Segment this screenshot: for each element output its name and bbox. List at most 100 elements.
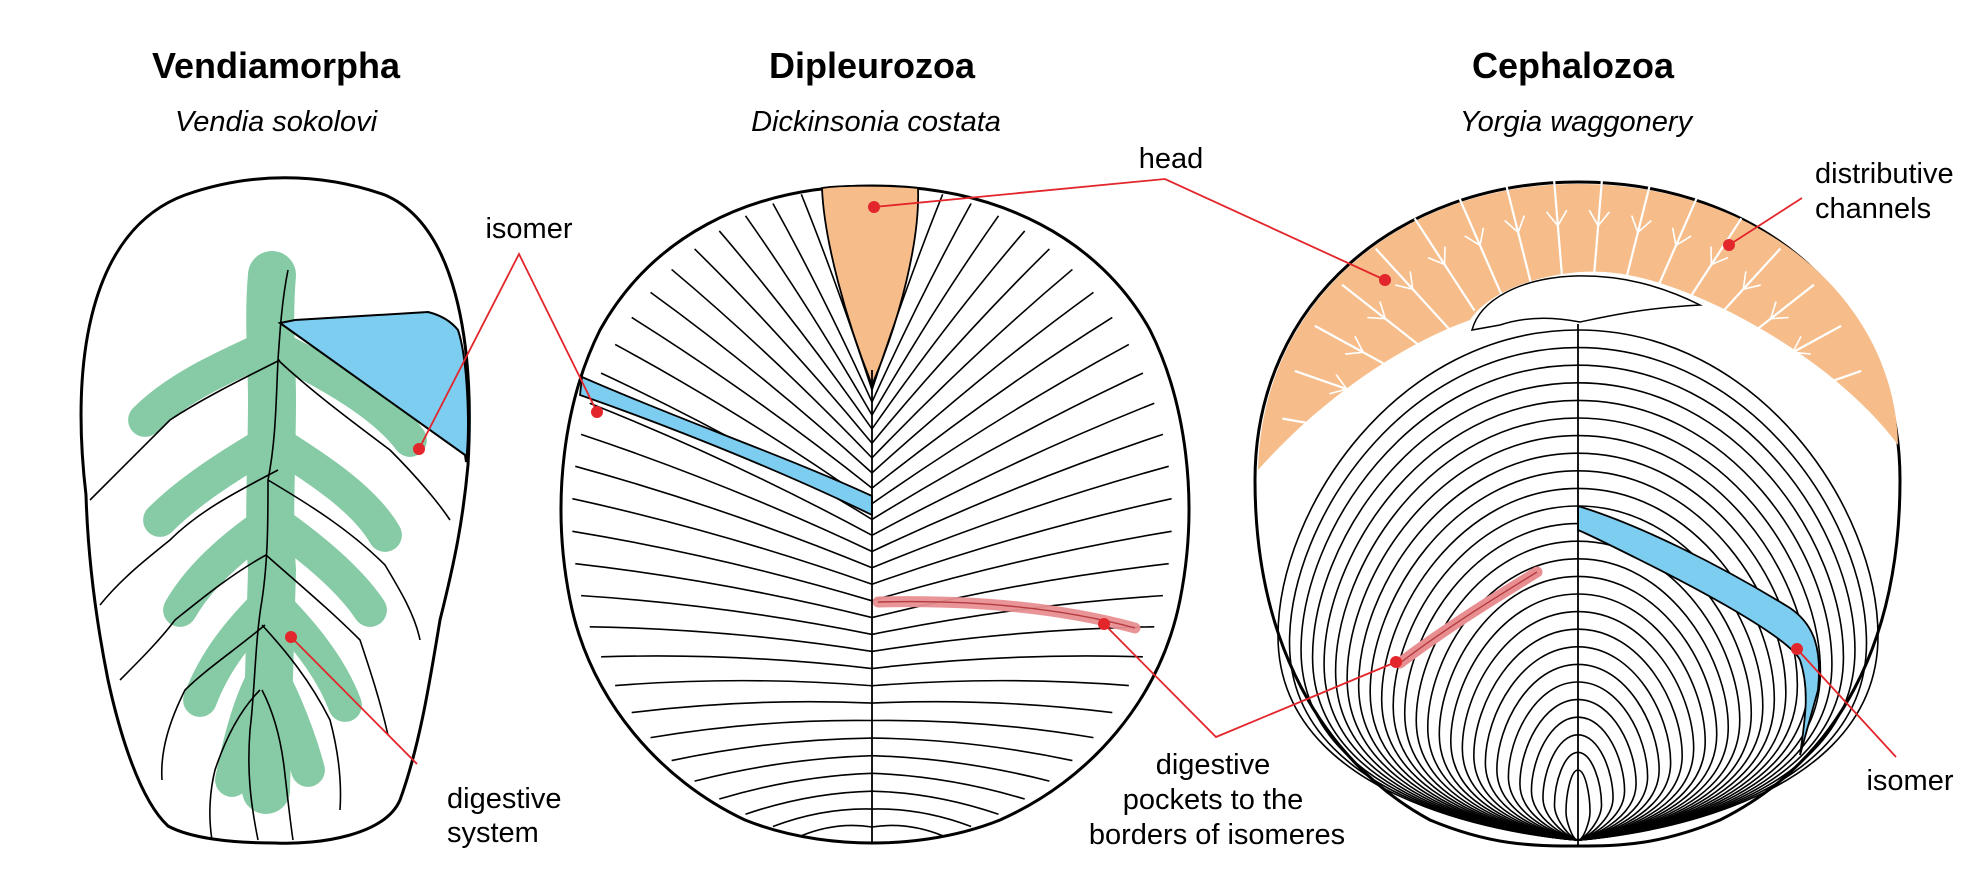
yorgia-segment [1519, 698, 1579, 841]
channel-twig [1819, 507, 1834, 522]
channel-twig [1379, 301, 1387, 319]
dickinsonia-segment-lines [572, 193, 1172, 837]
dickinsonia-segment [871, 790, 999, 815]
dickinsonia-segment [871, 215, 1000, 416]
leader-digestive-system [290, 636, 418, 765]
channel-twig [1322, 507, 1337, 522]
vendia-digestive-system [128, 251, 427, 814]
dickinsonia-segment [745, 790, 873, 815]
channel-twig [1329, 388, 1347, 395]
dickinsonia-segment [871, 465, 1169, 569]
label-isomer-right: isomer [1866, 765, 1953, 797]
channel-twig [1323, 414, 1338, 429]
channel-twig [1588, 209, 1599, 227]
channel-twig [1792, 335, 1802, 353]
leader-distributive-channels [1728, 197, 1803, 246]
channel-twig [1317, 457, 1334, 469]
panel-title-cephalozoa: Cephalozoa [1472, 45, 1675, 86]
yorgia-segment [1577, 769, 1591, 841]
vendia-isomer-highlight [277, 310, 469, 463]
dickinsonia-segment [694, 248, 873, 444]
label-distributive-line2: channels [1815, 193, 1931, 225]
dickinsonia-segment [589, 402, 873, 537]
dickinsonia-segment [631, 316, 873, 489]
dickinsonia-segment [871, 248, 1050, 444]
label-pockets-line2: pockets to the [1123, 784, 1304, 816]
channel-twig [1770, 316, 1789, 320]
gut-branch [255, 423, 402, 552]
channel-branch [1726, 283, 1815, 354]
dickinsonia-segment [601, 655, 873, 670]
vendia-fossil [79, 176, 471, 845]
channel-twig [1675, 235, 1692, 247]
dickinsonia-segment [871, 230, 1026, 430]
channel-twig [1409, 271, 1414, 290]
dickinsonia-segment [871, 824, 943, 837]
channel-twig [1792, 351, 1811, 355]
dickinsonia-segment [589, 625, 873, 653]
yorgia-segment [1530, 716, 1579, 841]
yorgia-head-region [1258, 184, 1898, 470]
channel-twig [1319, 427, 1337, 437]
panel-species-vendia: Vendia sokolovi [175, 106, 379, 138]
dickinsonia-fossil [559, 184, 1191, 845]
label-isomer-left: isomer [485, 213, 572, 245]
dickinsonia-segment [580, 433, 873, 553]
label-head: head [1139, 143, 1204, 175]
channel-twig [1822, 457, 1839, 469]
dickinsonia-segment [871, 754, 1050, 782]
dickinsonia-segment [871, 737, 1073, 762]
gut-branch [255, 328, 427, 457]
dickinsonia-segment [801, 824, 873, 837]
channel-branch [1413, 217, 1476, 312]
yorgia-segment [1577, 698, 1637, 841]
leader-head [873, 178, 1386, 281]
channel-branch [1278, 466, 1389, 470]
channel-twig [1427, 256, 1445, 266]
channel-twig [1822, 467, 1839, 479]
dickinsonia-segment [572, 497, 873, 585]
dickinsonia-segment [581, 594, 873, 636]
channel-branch [1680, 217, 1743, 312]
channel-twig [1367, 316, 1386, 320]
dickinsonia-segment [871, 562, 1169, 619]
gut-branch [251, 653, 325, 787]
dickinsonia-segment [871, 372, 1144, 521]
channel-twig [1545, 211, 1559, 227]
channel-twig [1819, 499, 1837, 510]
channel-twig [1637, 219, 1652, 234]
yorgia-segment [1577, 751, 1603, 841]
channel-twig [1630, 215, 1639, 233]
label-distributive-channels: distributive channels [1815, 158, 1962, 225]
dickinsonia-segment [671, 737, 873, 762]
yorgia-segment [1542, 734, 1579, 841]
dickinsonia-segment [800, 193, 873, 391]
channel-twig [1517, 215, 1526, 233]
label-digestive-system: digestive system [447, 783, 570, 849]
dickinsonia-segment [871, 700, 1113, 714]
yorgia-segment-lines [1277, 329, 1879, 841]
leader-isomer-left [418, 251, 598, 450]
label-digestive-pockets: digestive pockets to the borders of isom… [1089, 749, 1345, 851]
dickinsonia-segment [718, 230, 873, 430]
dickinsonia-segment [871, 497, 1172, 585]
dickinsonia-segment [871, 679, 1129, 687]
leader-digestive-pockets [1103, 623, 1397, 739]
panel-species-dickinsonia: Dickinsonia costata [751, 106, 1001, 138]
channel-twig [1504, 219, 1519, 234]
dickinsonia-segment [572, 530, 873, 602]
dickinsonia-segment [575, 562, 873, 619]
yorgia-segment [1577, 663, 1660, 841]
dickinsonia-segment [871, 530, 1172, 602]
dickinsonia-segment [871, 808, 972, 828]
dickinsonia-segment [719, 772, 873, 800]
channel-twig [1818, 414, 1833, 429]
channel-branch [1341, 283, 1430, 354]
dickinsonia-segment [744, 215, 873, 416]
panel-species-yorgia: Yorgia waggonery [1460, 106, 1694, 138]
yorgia-segment [1577, 734, 1614, 841]
dickinsonia-segment [871, 402, 1155, 537]
channel-branch [1767, 466, 1878, 470]
label-digestive-system-line1: digestive [447, 783, 561, 815]
